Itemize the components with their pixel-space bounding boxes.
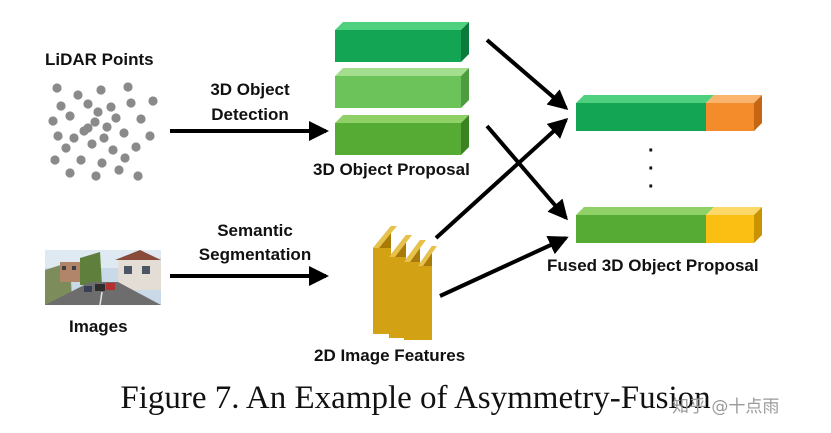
- ellipsis-dot-1: ·: [648, 140, 655, 162]
- lidar-point: [133, 171, 143, 181]
- semantic-label-line2: Segmentation: [198, 245, 312, 264]
- arrow-proposal-to-fused-top: [485, 38, 569, 110]
- arrows: [170, 38, 569, 298]
- fused-proposal-label: Fused 3D Object Proposal: [547, 256, 759, 275]
- lidar-point: [52, 83, 62, 93]
- ellipsis-dot-3: ·: [648, 176, 655, 198]
- watermark: 知乎 @十点雨: [672, 397, 780, 417]
- lidar-point: [126, 98, 136, 108]
- lidar-point: [119, 128, 129, 138]
- lidar-point: [108, 145, 118, 155]
- street-image: [45, 250, 161, 306]
- fused-proposal-top: [576, 95, 762, 131]
- lidar-point: [53, 131, 63, 141]
- lidar-point: [145, 131, 155, 141]
- lidar-point: [61, 143, 71, 153]
- lidar-point: [91, 171, 101, 181]
- lidar-point: [50, 155, 60, 165]
- lidar-point: [99, 133, 109, 143]
- lidar-point: [93, 107, 103, 117]
- lidar-point: [106, 102, 116, 112]
- lidar-point: [87, 139, 97, 149]
- semantic-label-line1: Semantic: [217, 221, 293, 240]
- lidar-point: [97, 158, 107, 168]
- lidar-point: [65, 168, 75, 178]
- lidar-points-label: LiDAR Points: [45, 50, 154, 69]
- arrow-features-to-fused-top: [434, 117, 569, 240]
- lidar-point: [123, 82, 133, 92]
- lidar-point: [48, 116, 58, 126]
- lidar-point: [73, 90, 83, 100]
- lidar-point: [120, 153, 130, 163]
- images-label: Images: [69, 317, 128, 336]
- lidar-point: [83, 99, 93, 109]
- lidar-point: [114, 165, 124, 175]
- image-features-label: 2D Image Features: [314, 346, 466, 365]
- figure-caption: Figure 7. An Example of Asymmetry-Fusion: [120, 380, 711, 416]
- proposal-bar-2: [335, 68, 469, 108]
- detection-label-line2: Detection: [211, 105, 289, 124]
- lidar-point: [56, 101, 66, 111]
- lidar-point: [76, 155, 86, 165]
- proposal-label: 3D Object Proposal: [313, 160, 470, 179]
- detection-label-line1: 3D Object: [210, 80, 290, 99]
- ellipsis-dot-2: ·: [648, 158, 655, 180]
- lidar-point: [90, 117, 100, 127]
- arrow-features-to-fused-bottom: [439, 236, 569, 298]
- lidar-point-cloud: [48, 82, 158, 181]
- proposal-bar-1: [335, 22, 469, 62]
- image-feature-blocks: [373, 226, 437, 340]
- lidar-point: [148, 96, 158, 106]
- lidar-point: [102, 122, 112, 132]
- proposal-bar-3: [335, 115, 469, 155]
- fused-proposal-bottom: [576, 207, 762, 243]
- lidar-point: [131, 142, 141, 152]
- lidar-point: [96, 85, 106, 95]
- lidar-point: [111, 113, 121, 123]
- lidar-point: [69, 133, 79, 143]
- lidar-point: [65, 111, 75, 121]
- lidar-point: [136, 114, 146, 124]
- arrow-proposal-to-fused-bottom: [485, 124, 568, 221]
- lidar-point: [83, 123, 93, 133]
